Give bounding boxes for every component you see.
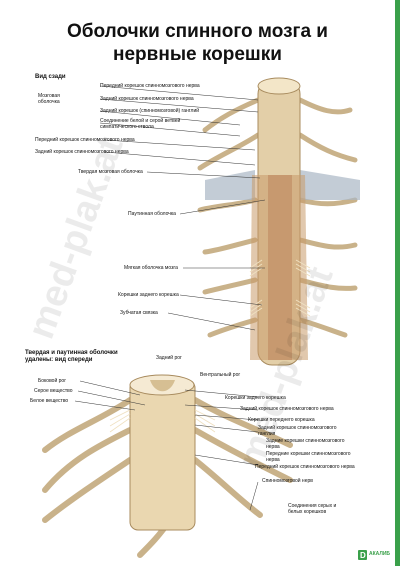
- bottom-right-label-8: Передние корешки спинномозгового: [266, 451, 351, 457]
- top-label-4: Соединение белой и серой ветвей: [100, 118, 181, 124]
- top-label-2: Задний корешок спинномозгового нерва: [100, 96, 194, 102]
- top-label-8: Твердая мозговая оболочка: [78, 169, 143, 175]
- bottom-right-label-1: Корешки заднего корешка: [225, 395, 286, 401]
- top-view-label: Вид сзади: [35, 74, 66, 80]
- svg-text:D: D: [360, 551, 366, 560]
- top-label-12: Зубчатая связка: [120, 310, 158, 316]
- bottom-right-label-7: нерва: [266, 444, 280, 450]
- bottom-right-label-12: Соединения серых и: [288, 503, 337, 509]
- leader-lines: [74, 85, 266, 511]
- title-line-1: Оболочки спинного мозга и: [67, 21, 328, 42]
- publisher-logo: D АКАЛИБ: [358, 548, 390, 560]
- title-line-2: нервные корешки: [113, 44, 282, 65]
- logo-text: АКАЛИБ: [369, 551, 391, 557]
- group-label-line-1: Мозговая: [38, 93, 60, 99]
- top-label-9: Паутинная оболочка: [128, 211, 176, 217]
- bottom-top-label-2: Вентральный рог: [200, 372, 241, 378]
- bottom-right-label-9: нерва: [266, 457, 280, 463]
- bottom-illustration: [42, 374, 293, 558]
- bottom-right-label-13: белых корешков: [288, 509, 327, 515]
- bottom-right-label-2: Задний корешок спинномозгового нерва: [240, 406, 334, 412]
- bottom-right-label-5: ганглия: [258, 431, 276, 437]
- top-label-6: Передний корешок спинномозгового нерва: [35, 137, 135, 143]
- bottom-heading-line-2: удалены: вид спереди: [25, 357, 93, 363]
- top-label-10: Мягкая оболочка мозга: [124, 265, 178, 271]
- top-label-7: Задний корешок спинномозгового нерва: [35, 149, 129, 155]
- bottom-right-label-11: Спинномозговой нерв: [262, 478, 313, 484]
- bottom-left-label-3: Белое вещество: [30, 398, 69, 404]
- bottom-right-label-10: Передний корешок спинномозгового нерва: [255, 464, 355, 470]
- bottom-right-label-6: Задние корешки спинномозгового: [266, 438, 345, 444]
- top-label-1: Передний корешок спинномозгового нерва: [100, 83, 200, 89]
- poster-title: Оболочки спинного мозга и нервные корешк…: [0, 20, 395, 66]
- top-label-3: Задний корешок (спинномозговой) ганглий: [100, 108, 200, 114]
- top-illustration: [197, 77, 360, 366]
- bottom-right-label-4: Задний корешок спинномозгового: [258, 425, 337, 431]
- bottom-heading-line-1: Твердая и паутинная оболочки: [25, 350, 118, 356]
- green-edge-bar: [395, 0, 400, 566]
- group-label-line-2: оболочка: [38, 99, 60, 105]
- bottom-left-label-1: Боковой рог: [38, 378, 67, 384]
- bottom-top-label-1: Задний рог: [156, 355, 182, 361]
- top-label-5: симпатического ствола: [100, 124, 154, 130]
- bottom-right-label-3: Корешки переднего корешка: [248, 417, 315, 423]
- top-label-11: Корешки заднего корешка: [118, 292, 179, 298]
- bottom-left-label-2: Серое вещество: [34, 388, 73, 394]
